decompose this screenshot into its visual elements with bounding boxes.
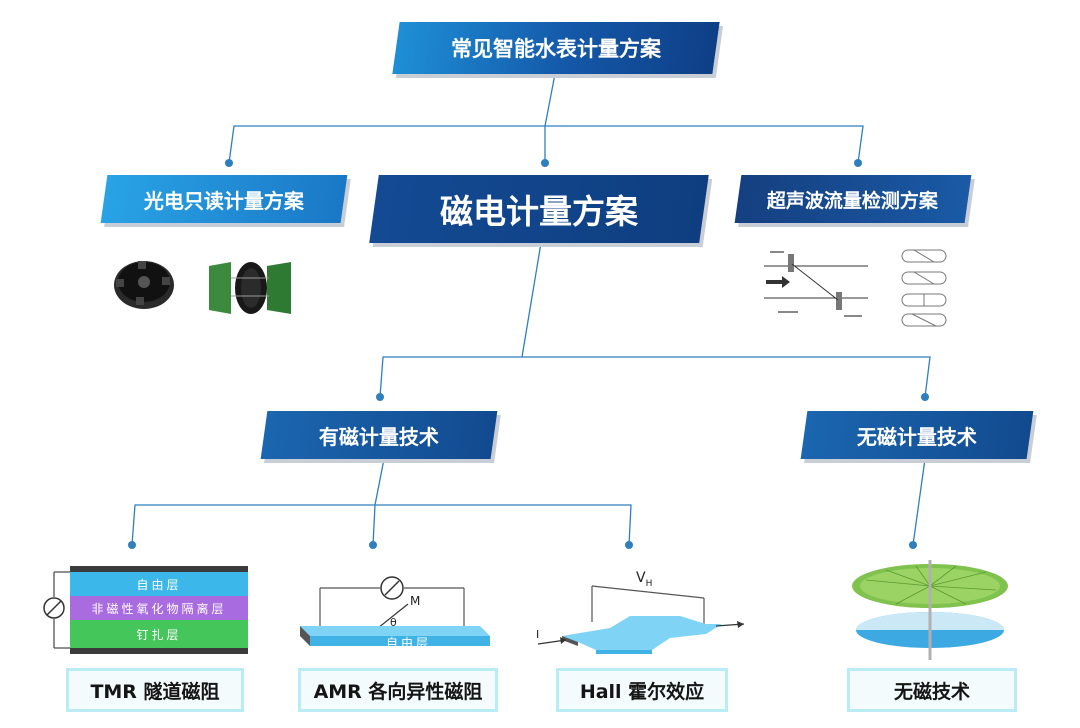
dot-amr bbox=[369, 541, 377, 549]
optical-encoder-illustration bbox=[114, 261, 291, 314]
ultrasonic-illustration bbox=[764, 249, 947, 327]
tag-nomag-label: 无磁技术 bbox=[893, 680, 970, 703]
tmr-barrier-layer: 非磁性氧化物隔离层 bbox=[70, 596, 248, 620]
hall-voltage-symbol: V bbox=[636, 570, 646, 586]
title-banner: 常见智能水表计量方案 bbox=[392, 22, 720, 74]
hall-plate bbox=[537, 585, 745, 654]
tag-hall: Hall 霍尔效应 bbox=[556, 668, 728, 712]
tag-nomag: 无磁技术 bbox=[847, 668, 1017, 712]
without-magnet-banner: 无磁计量技术 bbox=[800, 411, 1034, 459]
dot-with-magnet bbox=[376, 393, 384, 401]
ultrasonic-scheme-label: 超声波流量检测方案 bbox=[767, 189, 939, 212]
dot-hall bbox=[625, 541, 633, 549]
amr-m-label: M bbox=[410, 594, 421, 608]
encoder-wheel-left bbox=[114, 261, 174, 309]
dot-magnetic bbox=[541, 159, 549, 167]
amr-diagram: M θ 自由层 bbox=[296, 566, 496, 662]
tmr-pinned-layer: 钉扎层 bbox=[70, 620, 248, 648]
magnetization-arrow bbox=[377, 603, 409, 629]
amr-circuit bbox=[300, 576, 490, 646]
dot-tmr bbox=[128, 541, 136, 549]
dot-nomag bbox=[909, 541, 917, 549]
tmr-circuit bbox=[43, 566, 248, 654]
optical-scheme-label: 光电只读计量方案 bbox=[144, 188, 304, 213]
ultrasonic-pipe-diagram bbox=[764, 251, 868, 317]
encoder-sensor-right bbox=[209, 262, 291, 314]
amr-theta-label: θ bbox=[390, 616, 397, 629]
hall-current-label: I bbox=[536, 628, 540, 641]
tmr-diagram: 自由层 非磁性氧化物隔离层 钉扎层 bbox=[38, 562, 258, 662]
tag-tmr: TMR 隧道磁阻 bbox=[66, 668, 244, 712]
tag-tmr-label: TMR 隧道磁阻 bbox=[90, 680, 220, 703]
hall-voltage-label: VH bbox=[636, 570, 652, 589]
magnetic-scheme-label: 磁电计量方案 bbox=[440, 192, 638, 231]
tag-amr-label: AMR 各向异性磁阻 bbox=[313, 680, 483, 703]
tag-hall-label: Hall 霍尔效应 bbox=[579, 680, 705, 703]
nomag-disc-diagram bbox=[852, 560, 1008, 660]
dot-ultrasonic bbox=[854, 159, 862, 167]
dot-optical bbox=[225, 159, 233, 167]
dot-without-magnet bbox=[921, 393, 929, 401]
ultrasonic-configurations bbox=[901, 249, 947, 327]
tag-amr: AMR 各向异性磁阻 bbox=[298, 668, 498, 712]
with-magnet-label: 有磁计量技术 bbox=[319, 424, 439, 449]
without-magnet-label: 无磁计量技术 bbox=[857, 424, 977, 449]
tmr-free-layer: 自由层 bbox=[70, 572, 248, 596]
hall-diagram: VH I bbox=[530, 566, 750, 662]
with-magnet-banner: 有磁计量技术 bbox=[260, 411, 498, 459]
magnetic-scheme-banner: 磁电计量方案 bbox=[369, 175, 709, 243]
amr-layer-label: 自由层 bbox=[386, 636, 432, 650]
optical-scheme-banner: 光电只读计量方案 bbox=[100, 175, 348, 223]
page-title: 常见智能水表计量方案 bbox=[451, 37, 661, 61]
ultrasonic-scheme-banner: 超声波流量检测方案 bbox=[734, 175, 972, 223]
hall-voltage-subscript: H bbox=[645, 578, 653, 589]
